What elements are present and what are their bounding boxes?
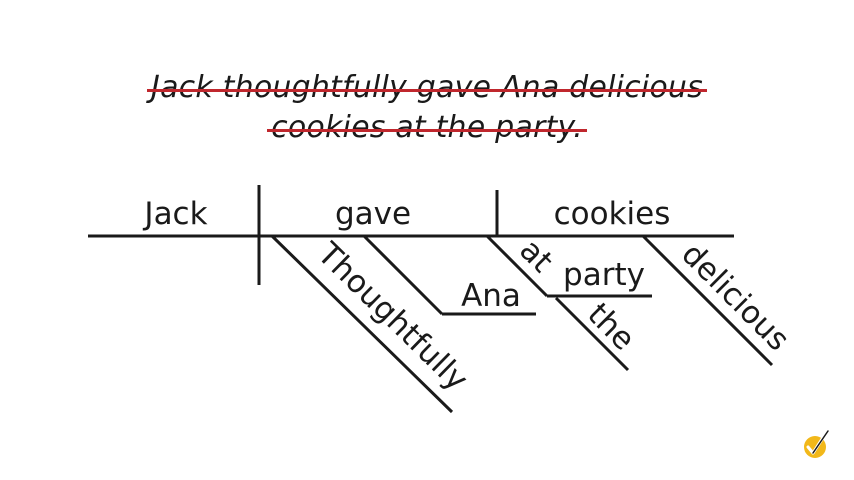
adjective-modifier-line bbox=[641, 234, 774, 367]
indirect-object-diagonal bbox=[362, 234, 444, 316]
prepositional-object-word: party bbox=[563, 257, 645, 293]
article-word: the bbox=[580, 296, 641, 357]
checkmark-badge-icon bbox=[804, 430, 829, 458]
preposition-diagonal bbox=[485, 234, 549, 298]
verb-word: gave bbox=[335, 196, 411, 232]
struck-sentence-line-1: Jack thoughtfully gave Ana delicious bbox=[0, 70, 854, 106]
adverb-modifier-line bbox=[270, 234, 454, 414]
article-modifier-line bbox=[554, 296, 630, 372]
adjective-word: delicious bbox=[674, 236, 796, 358]
struck-sentence-line-2: cookies at the party. bbox=[0, 110, 854, 146]
sentence-text-2: cookies at the party. bbox=[267, 110, 587, 145]
preposition-word: at bbox=[512, 232, 559, 279]
subject-word: Jack bbox=[142, 196, 207, 232]
direct-object-word: cookies bbox=[554, 196, 671, 232]
indirect-object-word: Ana bbox=[461, 278, 521, 314]
adverb-word: Thoughtfully bbox=[310, 235, 475, 398]
sentence-text-1: Jack thoughtfully gave Ana delicious bbox=[147, 70, 707, 105]
